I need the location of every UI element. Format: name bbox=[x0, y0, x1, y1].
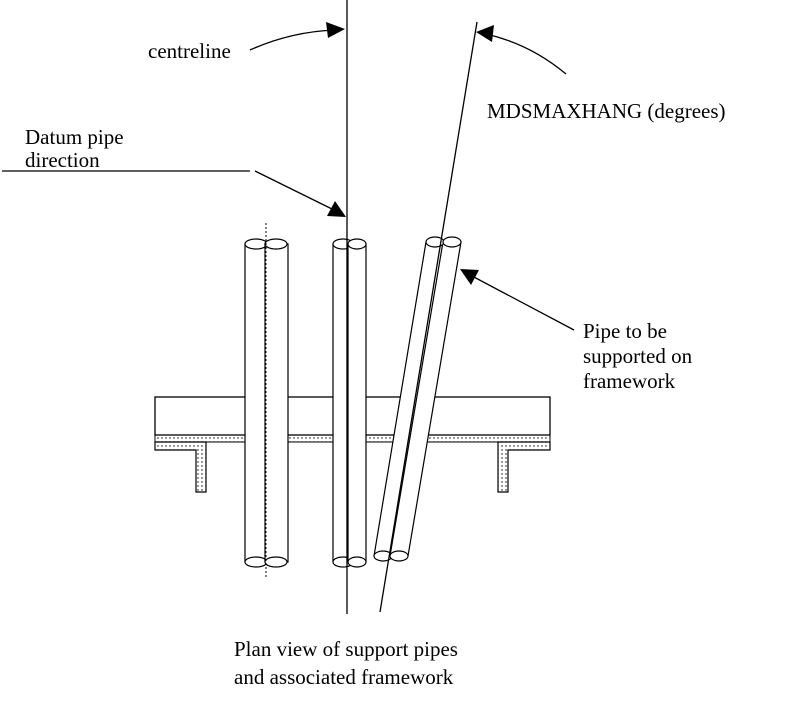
pipe-label-line2: supported on bbox=[583, 344, 693, 368]
datum-arrow bbox=[254, 170, 346, 217]
pipe-middle bbox=[332, 238, 367, 568]
pipe-label-line1: Pipe to be bbox=[583, 319, 667, 343]
angle-arrow bbox=[476, 25, 567, 75]
centreline-arrow bbox=[249, 22, 345, 51]
angled-line bbox=[379, 21, 478, 613]
pipe-arrow bbox=[460, 269, 575, 331]
pipe-label-line3: framework bbox=[583, 369, 676, 393]
caption-line2: and associated framework bbox=[234, 665, 454, 689]
pipe-angled bbox=[373, 236, 462, 562]
angle-label: MDSMAXHANG (degrees) bbox=[487, 99, 726, 123]
caption-line1: Plan view of support pipes bbox=[234, 637, 458, 661]
left-bracket bbox=[154, 441, 207, 493]
datum-label-line2: direction bbox=[25, 148, 100, 172]
centreline-label: centreline bbox=[148, 39, 231, 63]
pipe-left bbox=[244, 238, 289, 568]
datum-label-line1: Datum pipe bbox=[25, 125, 124, 149]
right-bracket bbox=[497, 441, 551, 493]
